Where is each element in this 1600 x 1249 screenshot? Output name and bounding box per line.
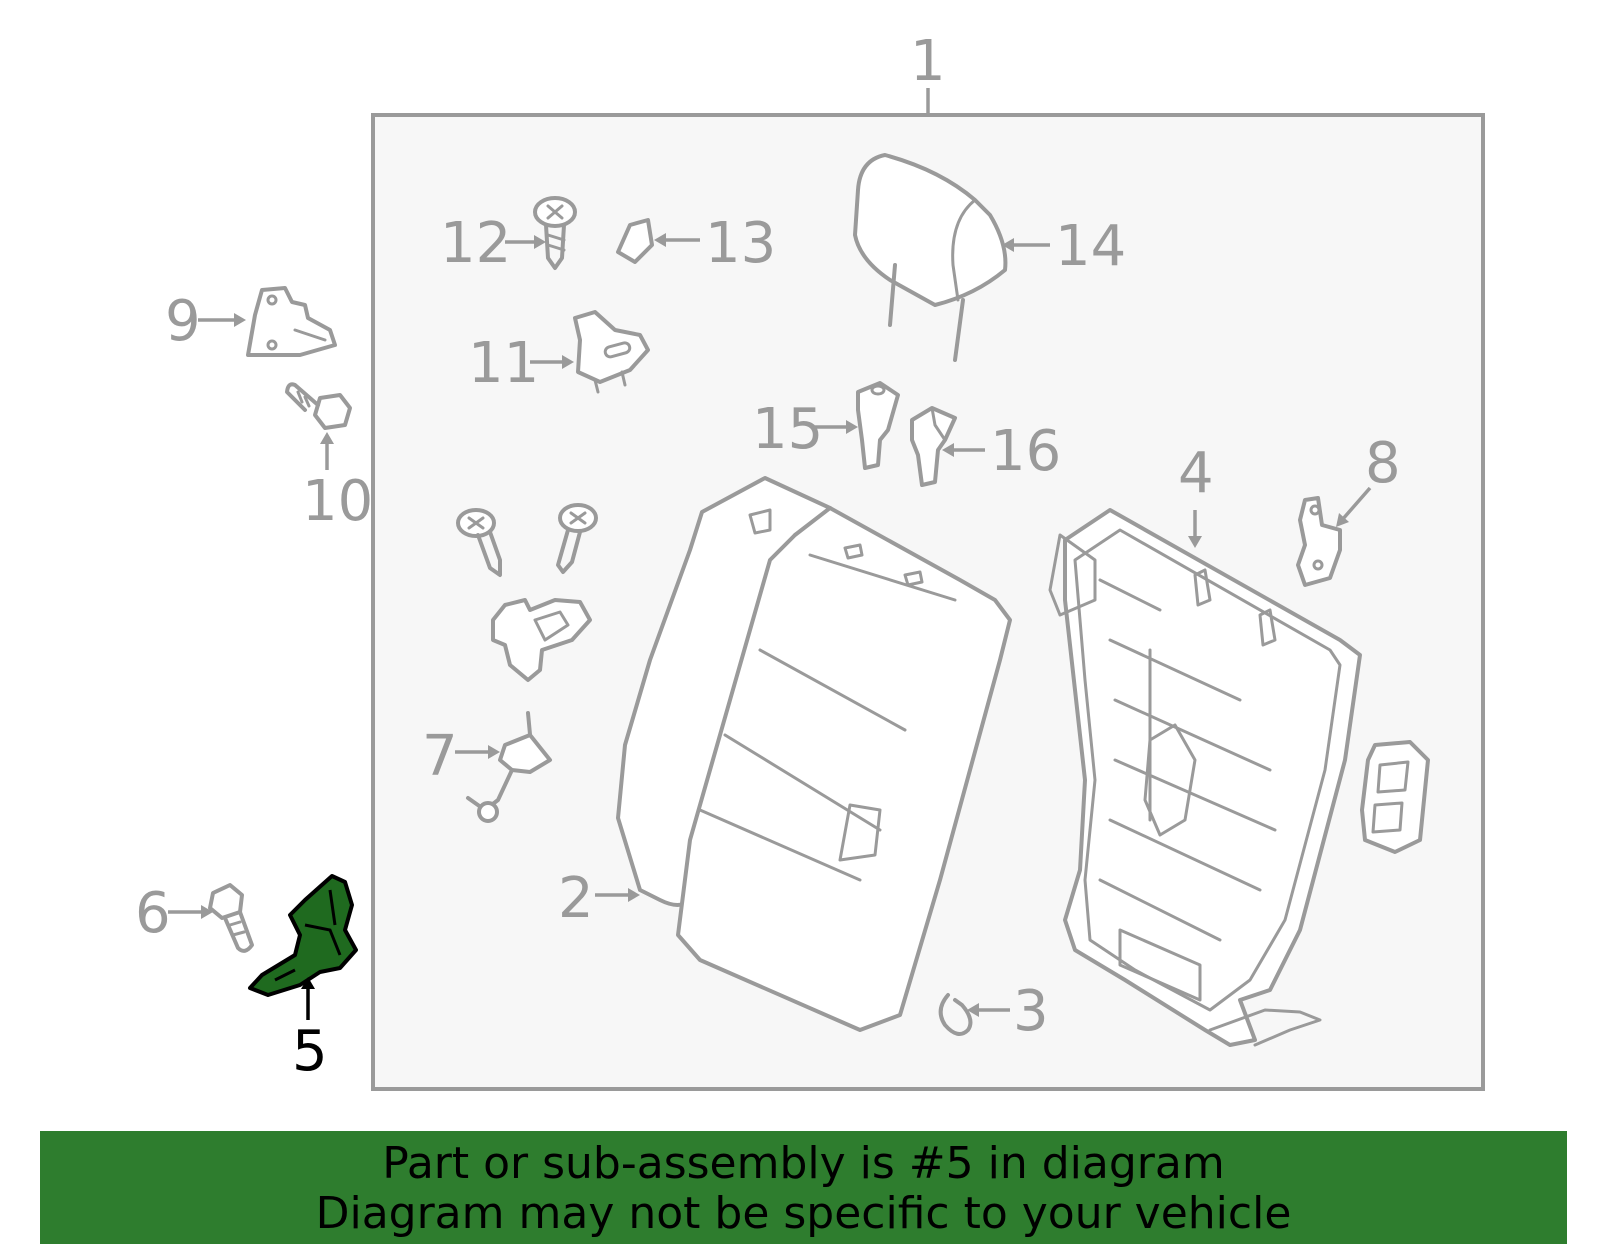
bracket-8-part (1296, 496, 1342, 587)
info-banner: Part or sub-assembly is #5 in diagram Di… (40, 1131, 1567, 1244)
callout-2: 2 (558, 866, 594, 931)
callout-14: 14 (1055, 214, 1126, 279)
bolt-6-part (208, 883, 254, 953)
seat-back-pad-part (616, 476, 1012, 1032)
side-handle-part (1360, 740, 1430, 854)
callout-1: 1 (910, 29, 946, 94)
screw-12-part (533, 196, 577, 270)
callout-10: 10 (302, 469, 373, 534)
lever-7-part (466, 711, 552, 823)
callout-9: 9 (165, 289, 201, 354)
guide-16-part (910, 406, 957, 487)
screws-left-part (456, 503, 598, 577)
guide-15-part (856, 381, 900, 470)
headrest-part (853, 153, 1008, 362)
seat-back-frame-part (1048, 508, 1362, 1047)
callout-16: 16 (990, 419, 1061, 484)
banner-line-2: Diagram may not be specific to your vehi… (315, 1188, 1292, 1239)
callout-11: 11 (468, 331, 539, 396)
latch-part (491, 598, 592, 682)
bolt-10-part (285, 382, 352, 430)
parts-diagram: 1 14 12 13 11 9 (135, 29, 1485, 1091)
callout-5: 5 (292, 1019, 328, 1084)
callout-8: 8 (1365, 431, 1401, 496)
clip-3-part (938, 993, 973, 1036)
callout-6: 6 (135, 881, 171, 946)
callout-3: 3 (1013, 979, 1049, 1044)
callout-15: 15 (752, 397, 823, 462)
banner-line-1: Part or sub-assembly is #5 in diagram (382, 1138, 1225, 1189)
bracket-11-part (573, 310, 650, 394)
callout-7: 7 (422, 724, 458, 789)
clip-13-part (616, 218, 654, 264)
callout-12: 12 (440, 211, 511, 276)
hinge-bracket-5-highlighted (248, 874, 358, 997)
bracket-9-part (246, 286, 337, 357)
callout-4: 4 (1178, 441, 1214, 506)
callout-13: 13 (705, 211, 776, 276)
